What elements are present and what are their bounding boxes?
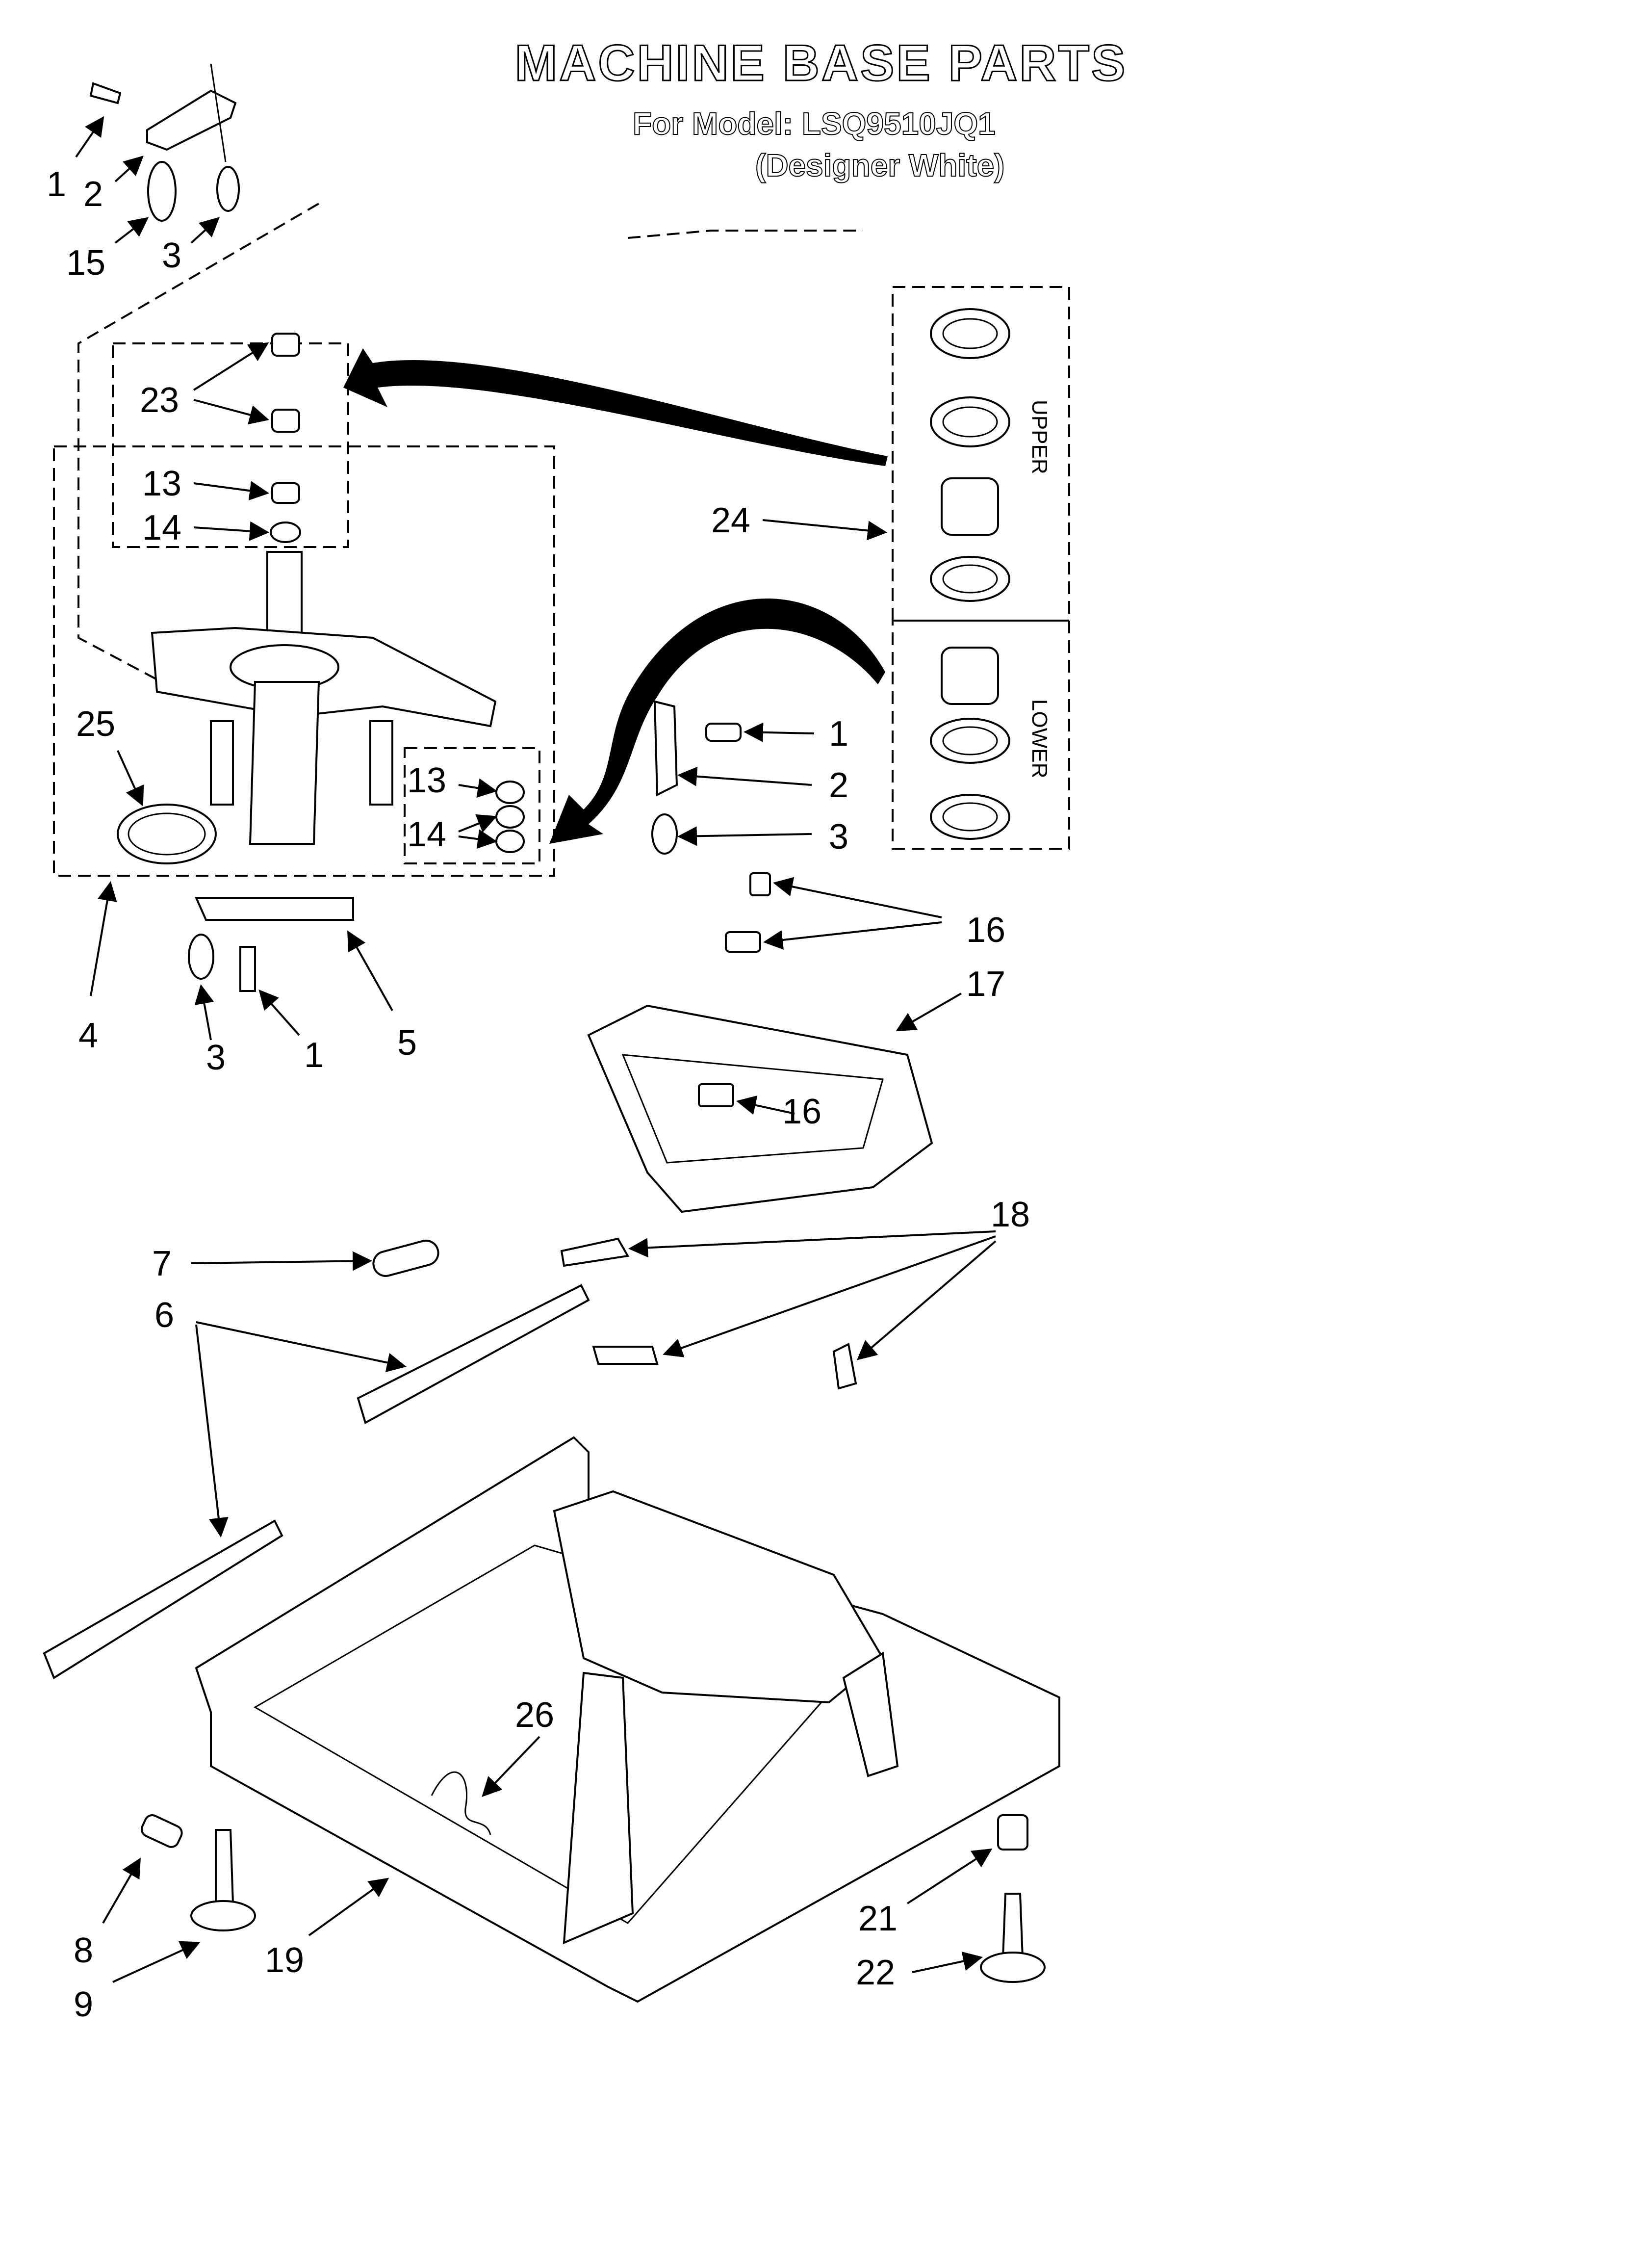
callout-6: 6 [154,1296,174,1335]
callout-19: 19 [265,1941,304,1980]
callout-5: 5 [397,1023,417,1063]
callout-8: 8 [74,1931,93,1970]
callout-16: 16 [966,911,1005,950]
lower-bearing-stack [930,647,1010,840]
callout-24: 24 [711,501,750,540]
leveling-leg [215,1829,234,1904]
callout-18: 18 [991,1195,1030,1234]
upper-bearing-arrow [343,348,888,466]
seal-ring [117,804,217,864]
callout-2: 2 [829,766,848,805]
glide-a [560,1237,630,1267]
callout-2: 2 [83,175,103,214]
rail-upper [357,1284,590,1424]
leveling-leg-foot [190,1900,256,1931]
callout-1: 1 [829,714,848,754]
spring-lower [188,934,214,980]
lower-label: LOWER [1027,699,1052,778]
callout-9: 9 [74,1985,93,2024]
callout-3: 3 [206,1038,226,1077]
bearing-kit-parts [270,333,301,543]
callout-26: 26 [515,1695,554,1735]
page-title: MACHINE BASE PARTS [514,34,1128,93]
callout-4: 4 [78,1016,98,1055]
callout-13: 13 [407,761,446,800]
clip [431,1771,491,1835]
model-color: (Designer White) [755,147,1005,183]
gearcase-group-box [53,445,555,877]
callout-22: 22 [856,1953,895,1992]
lower-bearing-box [892,620,1070,850]
callout-13: 13 [142,464,181,503]
leader-lines [75,116,997,1983]
callout-16: 16 [782,1092,821,1131]
bracket-dash-line [77,203,320,680]
bearing-kit-box [112,342,349,548]
bolt-lower [239,946,256,992]
callout-17: 17 [966,965,1005,1004]
callout-1: 1 [47,165,66,204]
brace [194,897,354,921]
rear-leg [1001,1893,1024,1958]
callout-labels: 1 2 15 3 23 13 14 24 25 13 14 1 2 3 4 3 … [47,165,1030,2024]
glide-b [592,1346,659,1365]
callout-14: 14 [407,815,446,854]
callout-21: 21 [858,1899,898,1938]
leg-insert [140,1814,183,1848]
snubber-parts [495,781,525,853]
mounting-frame [587,872,933,1213]
callout-15: 15 [66,243,105,283]
upper-bearing-stack [930,308,1010,602]
gearcase-assembly [151,551,497,845]
lower-bearing-arrow [549,599,885,844]
bracket-assembly-right [651,700,742,855]
bracket-assembly-top [89,63,240,222]
spring [372,1239,439,1277]
callout-25: 25 [76,704,115,744]
machine-base [195,1436,1060,2003]
upper-label: UPPER [1027,400,1052,474]
leg-nut [997,1814,1028,1851]
callout-3: 3 [829,817,848,857]
callout-7: 7 [152,1244,172,1283]
callout-3: 3 [162,236,181,275]
top-dash-link [627,230,863,239]
rear-leg-foot [980,1952,1046,1983]
model-number: For Model: LSQ9510JQ1 [632,105,996,142]
snubber-group-box [404,747,540,864]
callout-1: 1 [304,1036,324,1075]
rail-lower [43,1519,283,1679]
callout-23: 23 [140,381,179,420]
glide-c [832,1343,857,1390]
callout-14: 14 [142,508,181,547]
